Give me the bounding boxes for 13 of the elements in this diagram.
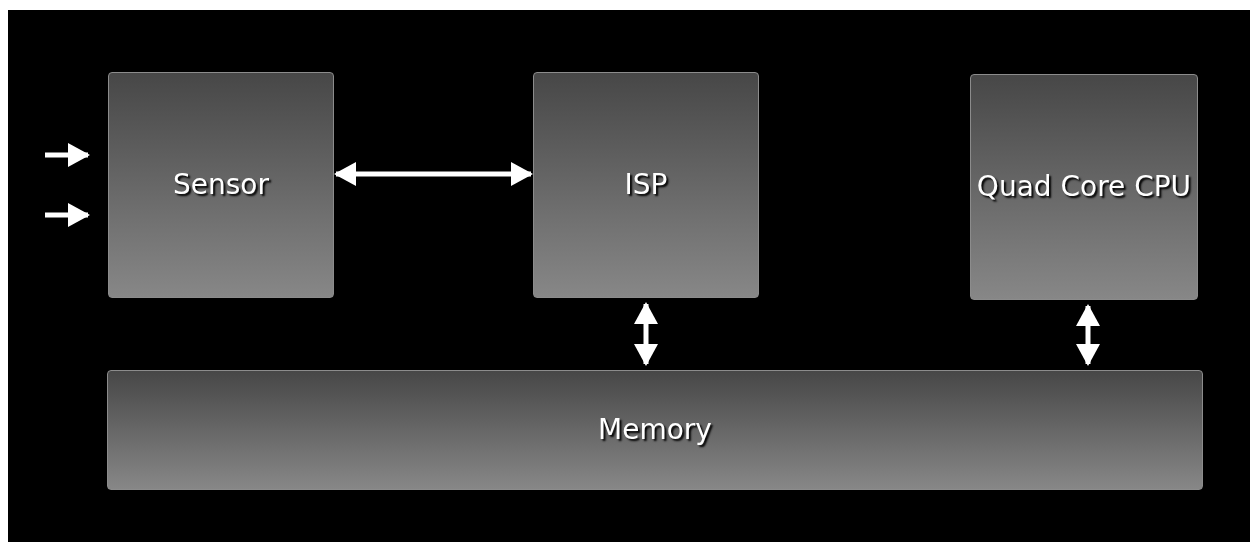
block-label: Sensor [173,168,269,202]
block-label: Memory [598,413,712,447]
arrow [334,162,533,186]
arrow [634,302,658,366]
memory-box [107,370,1203,490]
arrow [1076,304,1100,366]
arrow [45,203,90,227]
cpu-box [970,74,1198,300]
arrow [45,143,90,167]
sensor-box [108,72,334,298]
isp-box [533,72,759,298]
block-label: Quad Core CPU [976,170,1192,204]
block-label: ISP [624,168,668,202]
